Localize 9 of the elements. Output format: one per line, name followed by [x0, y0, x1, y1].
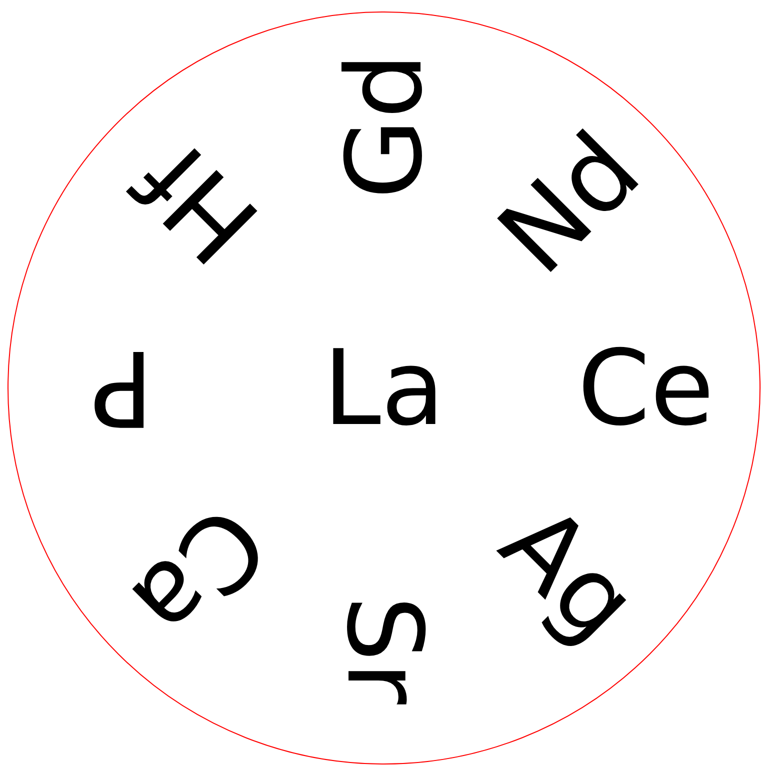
element-symbol: Ca [114, 488, 284, 658]
element-symbol: Ag [484, 488, 655, 659]
element-symbol: La [323, 336, 445, 440]
element-symbol: Ce [578, 336, 714, 440]
element-symbol: P [90, 336, 154, 440]
element-symbol: Nd [482, 115, 657, 290]
element-symbol: Hf [121, 125, 276, 280]
element-symbol: Sr [332, 596, 436, 704]
element-symbol: Gd [332, 52, 436, 200]
